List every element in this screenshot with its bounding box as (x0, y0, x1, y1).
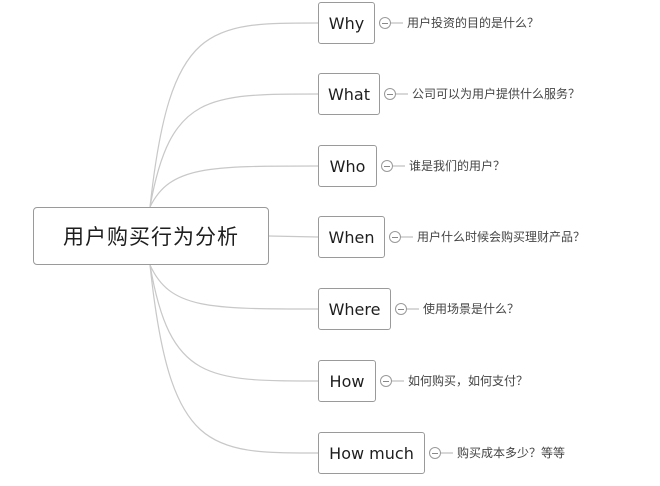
topic-how-much[interactable]: How much (318, 432, 425, 474)
branch-connector (149, 93, 319, 208)
subtopic-how-much-detail[interactable]: 购买成本多少？等等 (457, 446, 566, 460)
collapse-toggle-icon[interactable] (395, 303, 407, 315)
topic-why[interactable]: Why (318, 2, 375, 44)
branch-connector (149, 22, 319, 208)
topic-what[interactable]: What (318, 73, 380, 115)
collapse-toggle-icon[interactable] (429, 447, 441, 459)
collapse-toggle-icon[interactable] (389, 231, 401, 243)
subtopic-where-detail[interactable]: 使用场景是什么？ (423, 302, 520, 316)
branch-connector (149, 264, 319, 454)
subtopic-how-detail[interactable]: 如何购买，如何支付？ (408, 374, 529, 388)
subtopic-who-detail[interactable]: 谁是我们的用户？ (409, 159, 506, 173)
topic-when[interactable]: When (318, 216, 385, 258)
collapse-toggle-icon[interactable] (381, 160, 393, 172)
branch-connector (149, 165, 319, 208)
subtopic-when-detail[interactable]: 用户什么时候会购买理财产品？ (417, 230, 586, 244)
root-topic[interactable]: 用户购买行为分析 (33, 207, 269, 265)
collapse-toggle-icon[interactable] (379, 17, 391, 29)
subtopic-what-detail[interactable]: 公司可以为用户提供什么服务？ (412, 87, 581, 101)
branch-connector (149, 264, 319, 382)
subtopic-why-detail[interactable]: 用户投资的目的是什么？ (407, 16, 540, 30)
branch-connector (149, 264, 319, 310)
branch-connector (268, 235, 319, 238)
topic-where[interactable]: Where (318, 288, 391, 330)
collapse-toggle-icon[interactable] (380, 375, 392, 387)
collapse-toggle-icon[interactable] (384, 88, 396, 100)
topic-how[interactable]: How (318, 360, 376, 402)
topic-who[interactable]: Who (318, 145, 377, 187)
